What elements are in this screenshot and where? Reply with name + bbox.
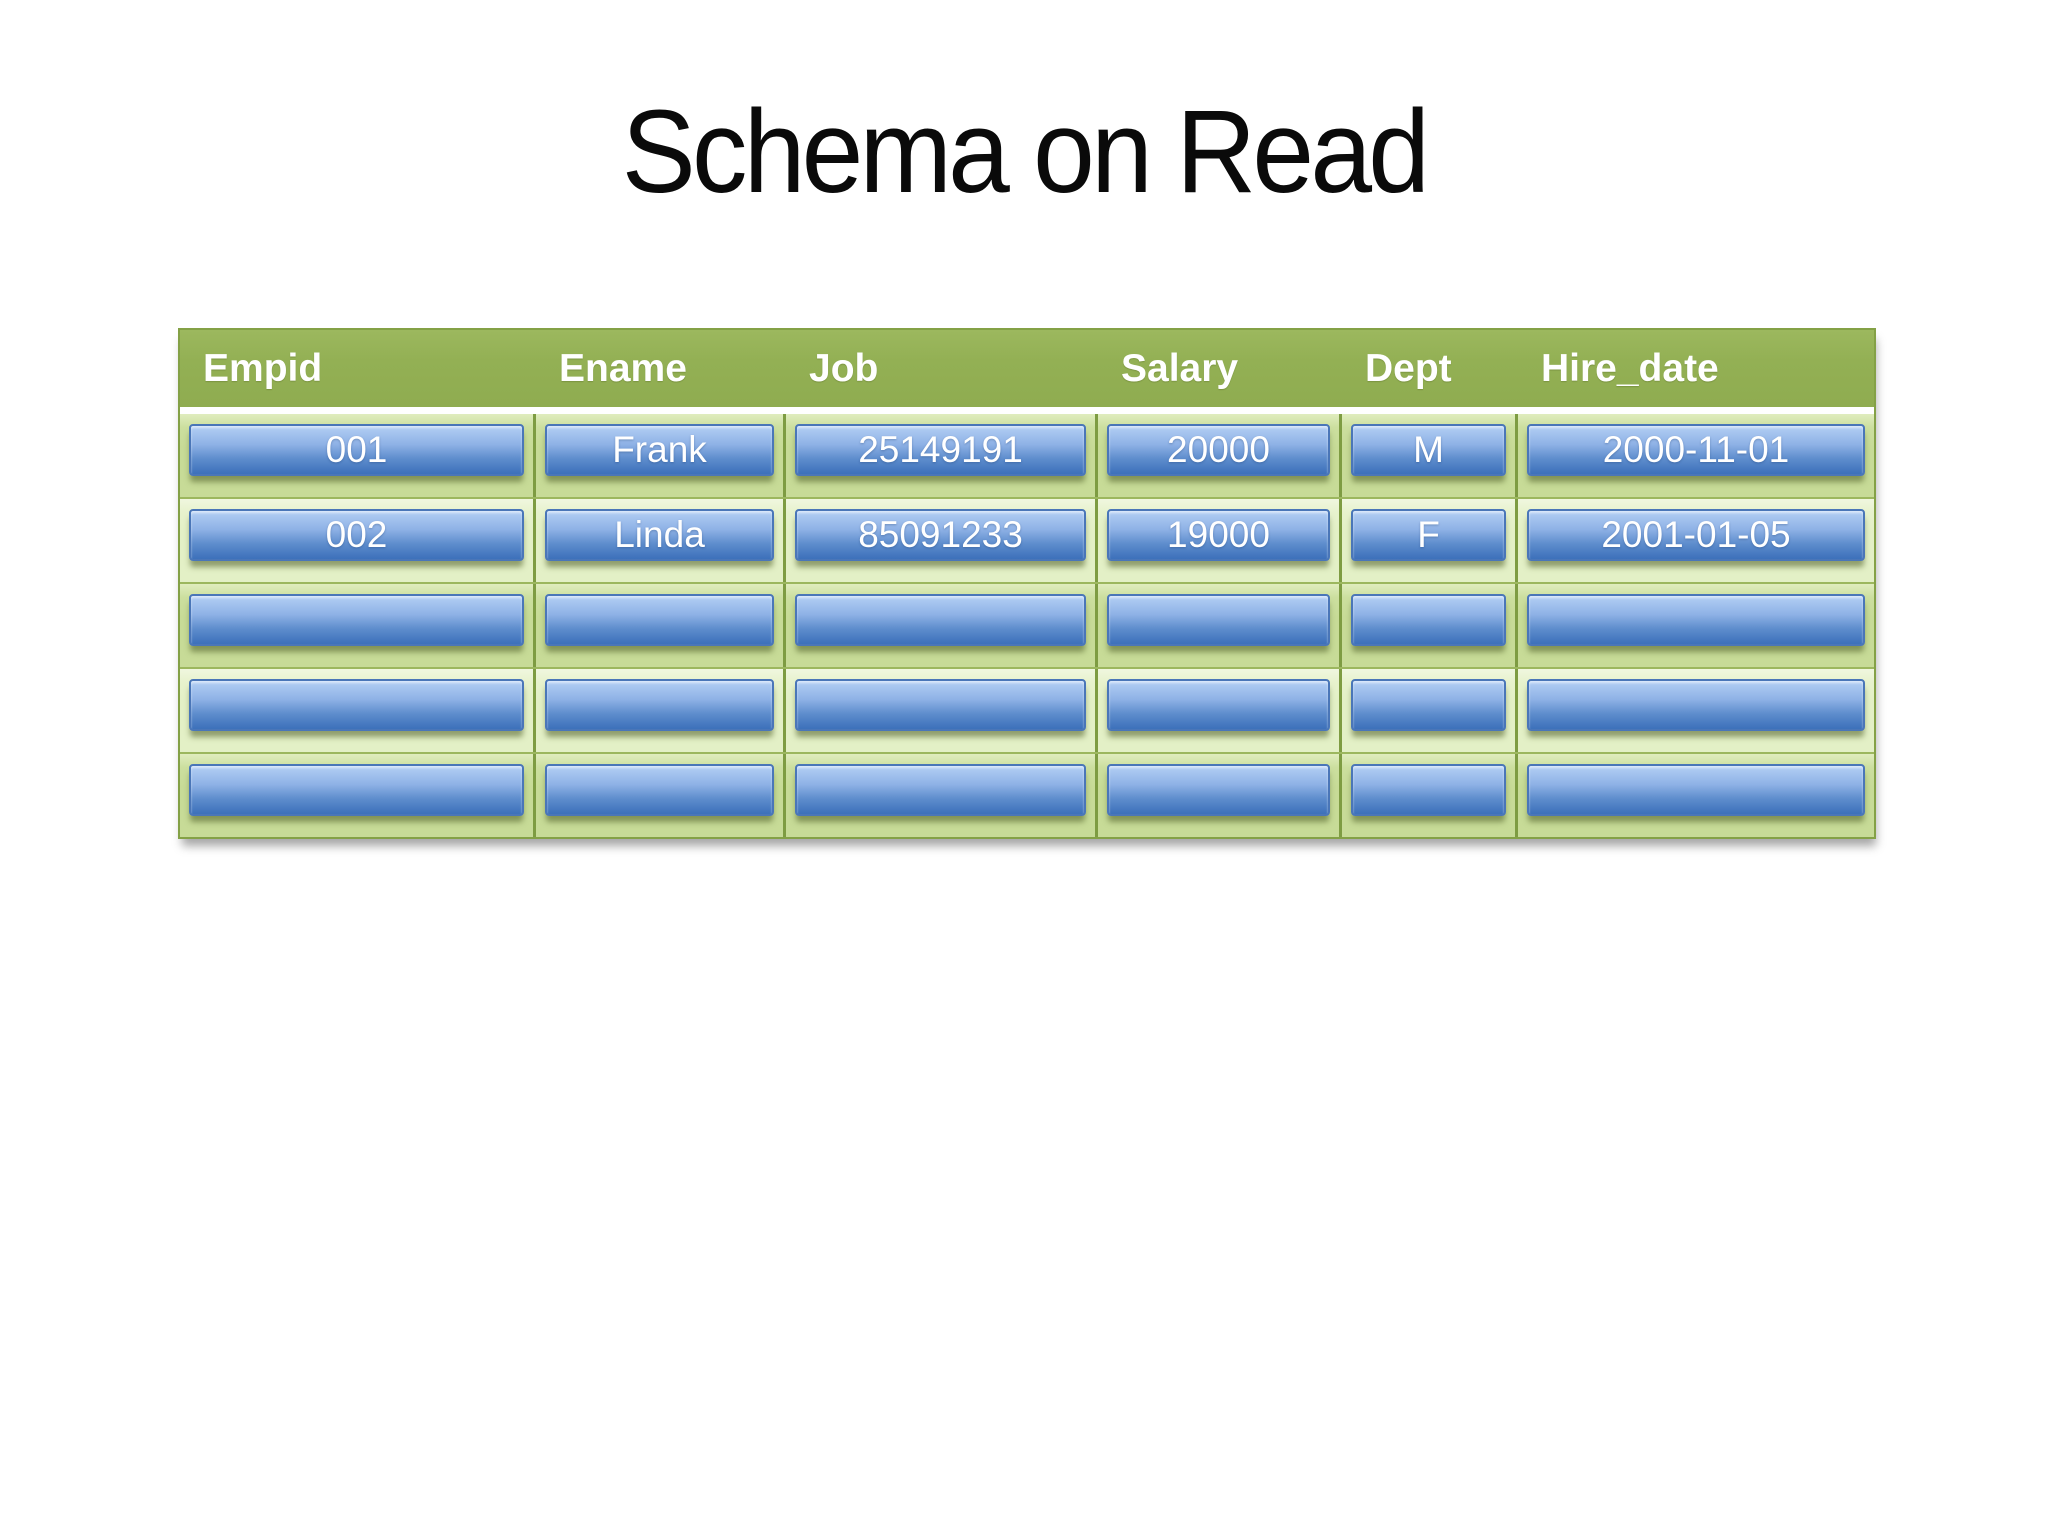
empty-pill [1107,679,1330,731]
table-cell: 20000 [1098,414,1342,497]
empty-pill [1527,679,1865,731]
table-cell [1098,754,1342,837]
column-header-empid: Empid [203,346,323,390]
table-cell [1342,669,1518,752]
value-pill: F [1351,509,1506,561]
value-pill: 2001-01-05 [1527,509,1865,561]
empty-pill [1351,594,1506,646]
table-cell [1342,754,1518,837]
table-row: 002 Linda 85091233 19000 F 2001-01-05 [180,497,1874,582]
table-cell: 85091233 [786,499,1098,582]
empty-pill [189,679,524,731]
table-cell [1342,584,1518,667]
empty-pill [795,764,1086,816]
table-cell [786,669,1098,752]
empty-pill [795,679,1086,731]
table-row [180,582,1874,667]
empty-pill [545,679,774,731]
table-cell [536,754,786,837]
empty-pill [189,594,524,646]
table-row [180,667,1874,752]
table-cell [1518,669,1874,752]
column-header-dept: Dept [1365,346,1452,390]
table-cell: 2000-11-01 [1518,414,1874,497]
value-pill: 20000 [1107,424,1330,476]
column-header-hire-date: Hire_date [1541,346,1719,390]
table-cell: Linda [536,499,786,582]
table-cell [786,754,1098,837]
table-cell: 001 [180,414,536,497]
table-cell [786,584,1098,667]
value-pill: 19000 [1107,509,1330,561]
value-pill: 002 [189,509,524,561]
table-cell [1518,584,1874,667]
table-cell [1098,669,1342,752]
value-pill: Frank [545,424,774,476]
slide-title: Schema on Read [621,86,1430,218]
empty-pill [1351,764,1506,816]
table-cell [536,584,786,667]
table-row: 001 Frank 25149191 20000 M 2000-11-01 [180,414,1874,497]
empty-pill [1107,764,1330,816]
table-cell [180,584,536,667]
empty-pill [1351,679,1506,731]
column-header-salary: Salary [1121,346,1239,390]
value-pill: 85091233 [795,509,1086,561]
table-cell: 2001-01-05 [1518,499,1874,582]
value-pill: Linda [545,509,774,561]
table-cell: 25149191 [786,414,1098,497]
empty-pill [795,594,1086,646]
empty-pill [189,764,524,816]
column-header-ename: Ename [559,346,687,390]
table-row [180,752,1874,837]
table-cell [180,754,536,837]
column-header-job: Job [809,346,879,390]
empty-pill [1107,594,1330,646]
table-cell: 19000 [1098,499,1342,582]
value-pill: 2000-11-01 [1527,424,1865,476]
empty-pill [545,764,774,816]
value-pill: M [1351,424,1506,476]
table-header-row: Empid Ename Job Salary Dept Hire_date [180,330,1874,407]
table-cell: F [1342,499,1518,582]
header-separator [180,407,1874,414]
table-cell [1098,584,1342,667]
empty-pill [545,594,774,646]
employee-table: Empid Ename Job Salary Dept Hire_date 00… [178,328,1876,839]
table-cell [180,669,536,752]
value-pill: 25149191 [795,424,1086,476]
empty-pill [1527,594,1865,646]
value-pill: 001 [189,424,524,476]
table-cell [1518,754,1874,837]
table-cell: M [1342,414,1518,497]
table-cell [536,669,786,752]
table-cell: 002 [180,499,536,582]
table-cell: Frank [536,414,786,497]
empty-pill [1527,764,1865,816]
